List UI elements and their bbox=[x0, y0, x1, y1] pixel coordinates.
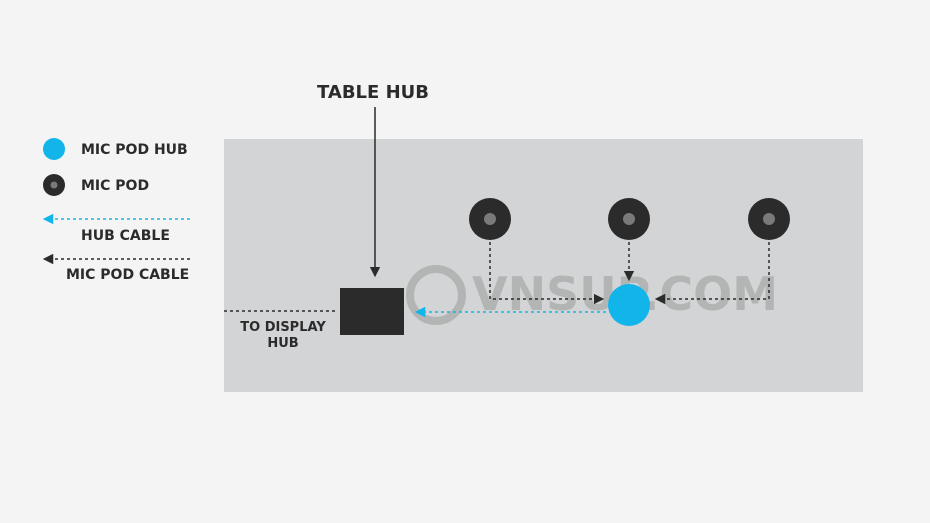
table-hub-title: TABLE HUB bbox=[317, 82, 429, 103]
mic-pod-left bbox=[469, 198, 511, 240]
table-surface bbox=[224, 139, 863, 392]
legend-mic-pod: MIC POD bbox=[81, 178, 149, 194]
mic-pod-hub-legend-icon bbox=[43, 138, 65, 160]
mic-pod-middle bbox=[608, 198, 650, 240]
table-hub-box bbox=[340, 288, 404, 335]
display-label-line2: HUB bbox=[267, 336, 298, 351]
mic-pod-cable-left bbox=[489, 242, 605, 305]
mic-pod-cable-right bbox=[654, 242, 770, 305]
display-label-line1: TO DISPLAY bbox=[240, 320, 326, 335]
legend-mic-pod-cable: MIC POD CABLE bbox=[66, 267, 189, 283]
legend-mic-pod-hub: MIC POD HUB bbox=[81, 142, 188, 158]
mic-pod-hub bbox=[608, 284, 650, 326]
watermark-logo-icon bbox=[406, 265, 466, 325]
legend: MIC POD HUB MIC POD HUB CABLE MIC POD CA… bbox=[42, 138, 190, 283]
mic-pod-right bbox=[748, 198, 790, 240]
legend-hub-cable: HUB CABLE bbox=[81, 228, 170, 244]
